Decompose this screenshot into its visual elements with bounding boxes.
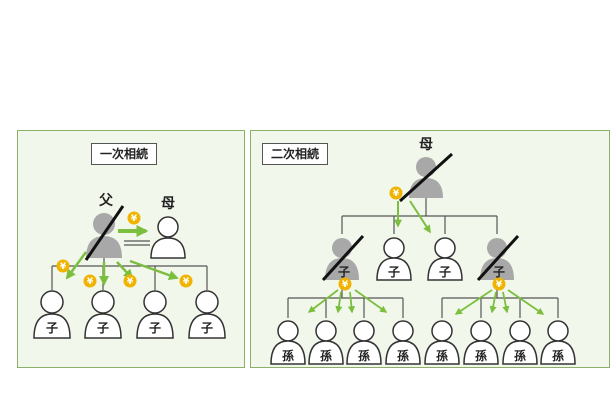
second-inheritance-title: 二次相続 xyxy=(262,143,329,165)
yen-coin-icon: ¥ xyxy=(338,277,352,291)
child-label: 子 xyxy=(97,321,109,335)
mother-label: 母 xyxy=(161,196,175,212)
child-person-icon: 子 xyxy=(476,234,520,282)
father-label: 父 xyxy=(98,193,114,209)
grandchild-person-icon: 孫 xyxy=(308,320,344,365)
child-person-icon: 子 xyxy=(136,290,174,339)
yen-coin-icon: ¥ xyxy=(389,186,403,200)
yen-coin-icon: ¥ xyxy=(127,211,141,225)
grandchild-person-icon: 孫 xyxy=(540,320,576,365)
grandchild-label: 孫 xyxy=(514,348,526,363)
mother-person-icon xyxy=(150,216,186,259)
child-person-icon: 子 xyxy=(84,290,122,339)
grandchild-label: 孫 xyxy=(397,348,409,363)
grandchild-person-icon: 孫 xyxy=(270,320,306,365)
child-person-icon: 子 xyxy=(188,290,226,339)
inheritance-arrows-to-children xyxy=(394,200,431,234)
child-label: 子 xyxy=(338,265,350,279)
child-person-icon: 子 xyxy=(33,290,71,339)
child-label: 子 xyxy=(439,265,451,279)
grandchild-label: 孫 xyxy=(552,348,564,363)
father-person-icon xyxy=(84,205,125,261)
child-person-icon: 子 xyxy=(376,237,412,281)
svg-text:¥: ¥ xyxy=(183,277,190,287)
child-label: 子 xyxy=(149,321,161,335)
svg-text:¥: ¥ xyxy=(127,277,134,287)
grandchild-person-icon: 孫 xyxy=(346,320,382,365)
second-inheritance-diagram: 母 ¥ 子 子 子 子 xyxy=(270,137,576,365)
svg-text:¥: ¥ xyxy=(87,277,94,287)
grandchild-label: 孫 xyxy=(320,348,332,363)
yen-coin-icon: ¥ xyxy=(179,274,193,288)
grandchild-person-icon: 孫 xyxy=(424,320,460,365)
svg-text:¥: ¥ xyxy=(393,189,400,199)
child-label: 子 xyxy=(388,265,400,279)
grandchild-label: 孫 xyxy=(358,348,370,363)
child-label: 子 xyxy=(493,265,505,279)
child-label: 子 xyxy=(201,321,213,335)
child-person-icon: 子 xyxy=(321,234,365,282)
first-inheritance-diagram: 父 母 ¥ ¥ ¥ ¥ xyxy=(33,193,226,339)
inheritance-arrows-to-children xyxy=(65,251,179,286)
yen-coin-icon: ¥ xyxy=(56,259,70,273)
grandchild-label: 孫 xyxy=(436,348,448,363)
mother-person-icon xyxy=(398,152,454,203)
inheritance-arrows-to-grandchildren xyxy=(307,289,388,314)
child-label: 子 xyxy=(46,321,58,335)
yen-coin-icon: ¥ xyxy=(492,277,506,291)
svg-text:¥: ¥ xyxy=(60,262,67,272)
grandchild-label: 孫 xyxy=(282,348,294,363)
inheritance-arrows-to-grandchildren xyxy=(454,289,545,315)
svg-text:¥: ¥ xyxy=(342,280,349,290)
svg-text:¥: ¥ xyxy=(131,214,138,224)
svg-text:¥: ¥ xyxy=(496,280,503,290)
child-person-icon: 子 xyxy=(427,237,463,281)
yen-coin-icon: ¥ xyxy=(83,274,97,288)
grandchild-person-icon: 孫 xyxy=(385,320,421,365)
first-inheritance-title: 一次相続 xyxy=(91,143,158,165)
family-tree-lines xyxy=(287,198,559,318)
grandchild-person-icon: 孫 xyxy=(463,320,499,365)
grandchild-label: 孫 xyxy=(475,348,487,363)
mother-label: 母 xyxy=(419,137,433,153)
yen-coin-icon: ¥ xyxy=(123,274,137,288)
grandchild-person-icon: 孫 xyxy=(502,320,538,365)
